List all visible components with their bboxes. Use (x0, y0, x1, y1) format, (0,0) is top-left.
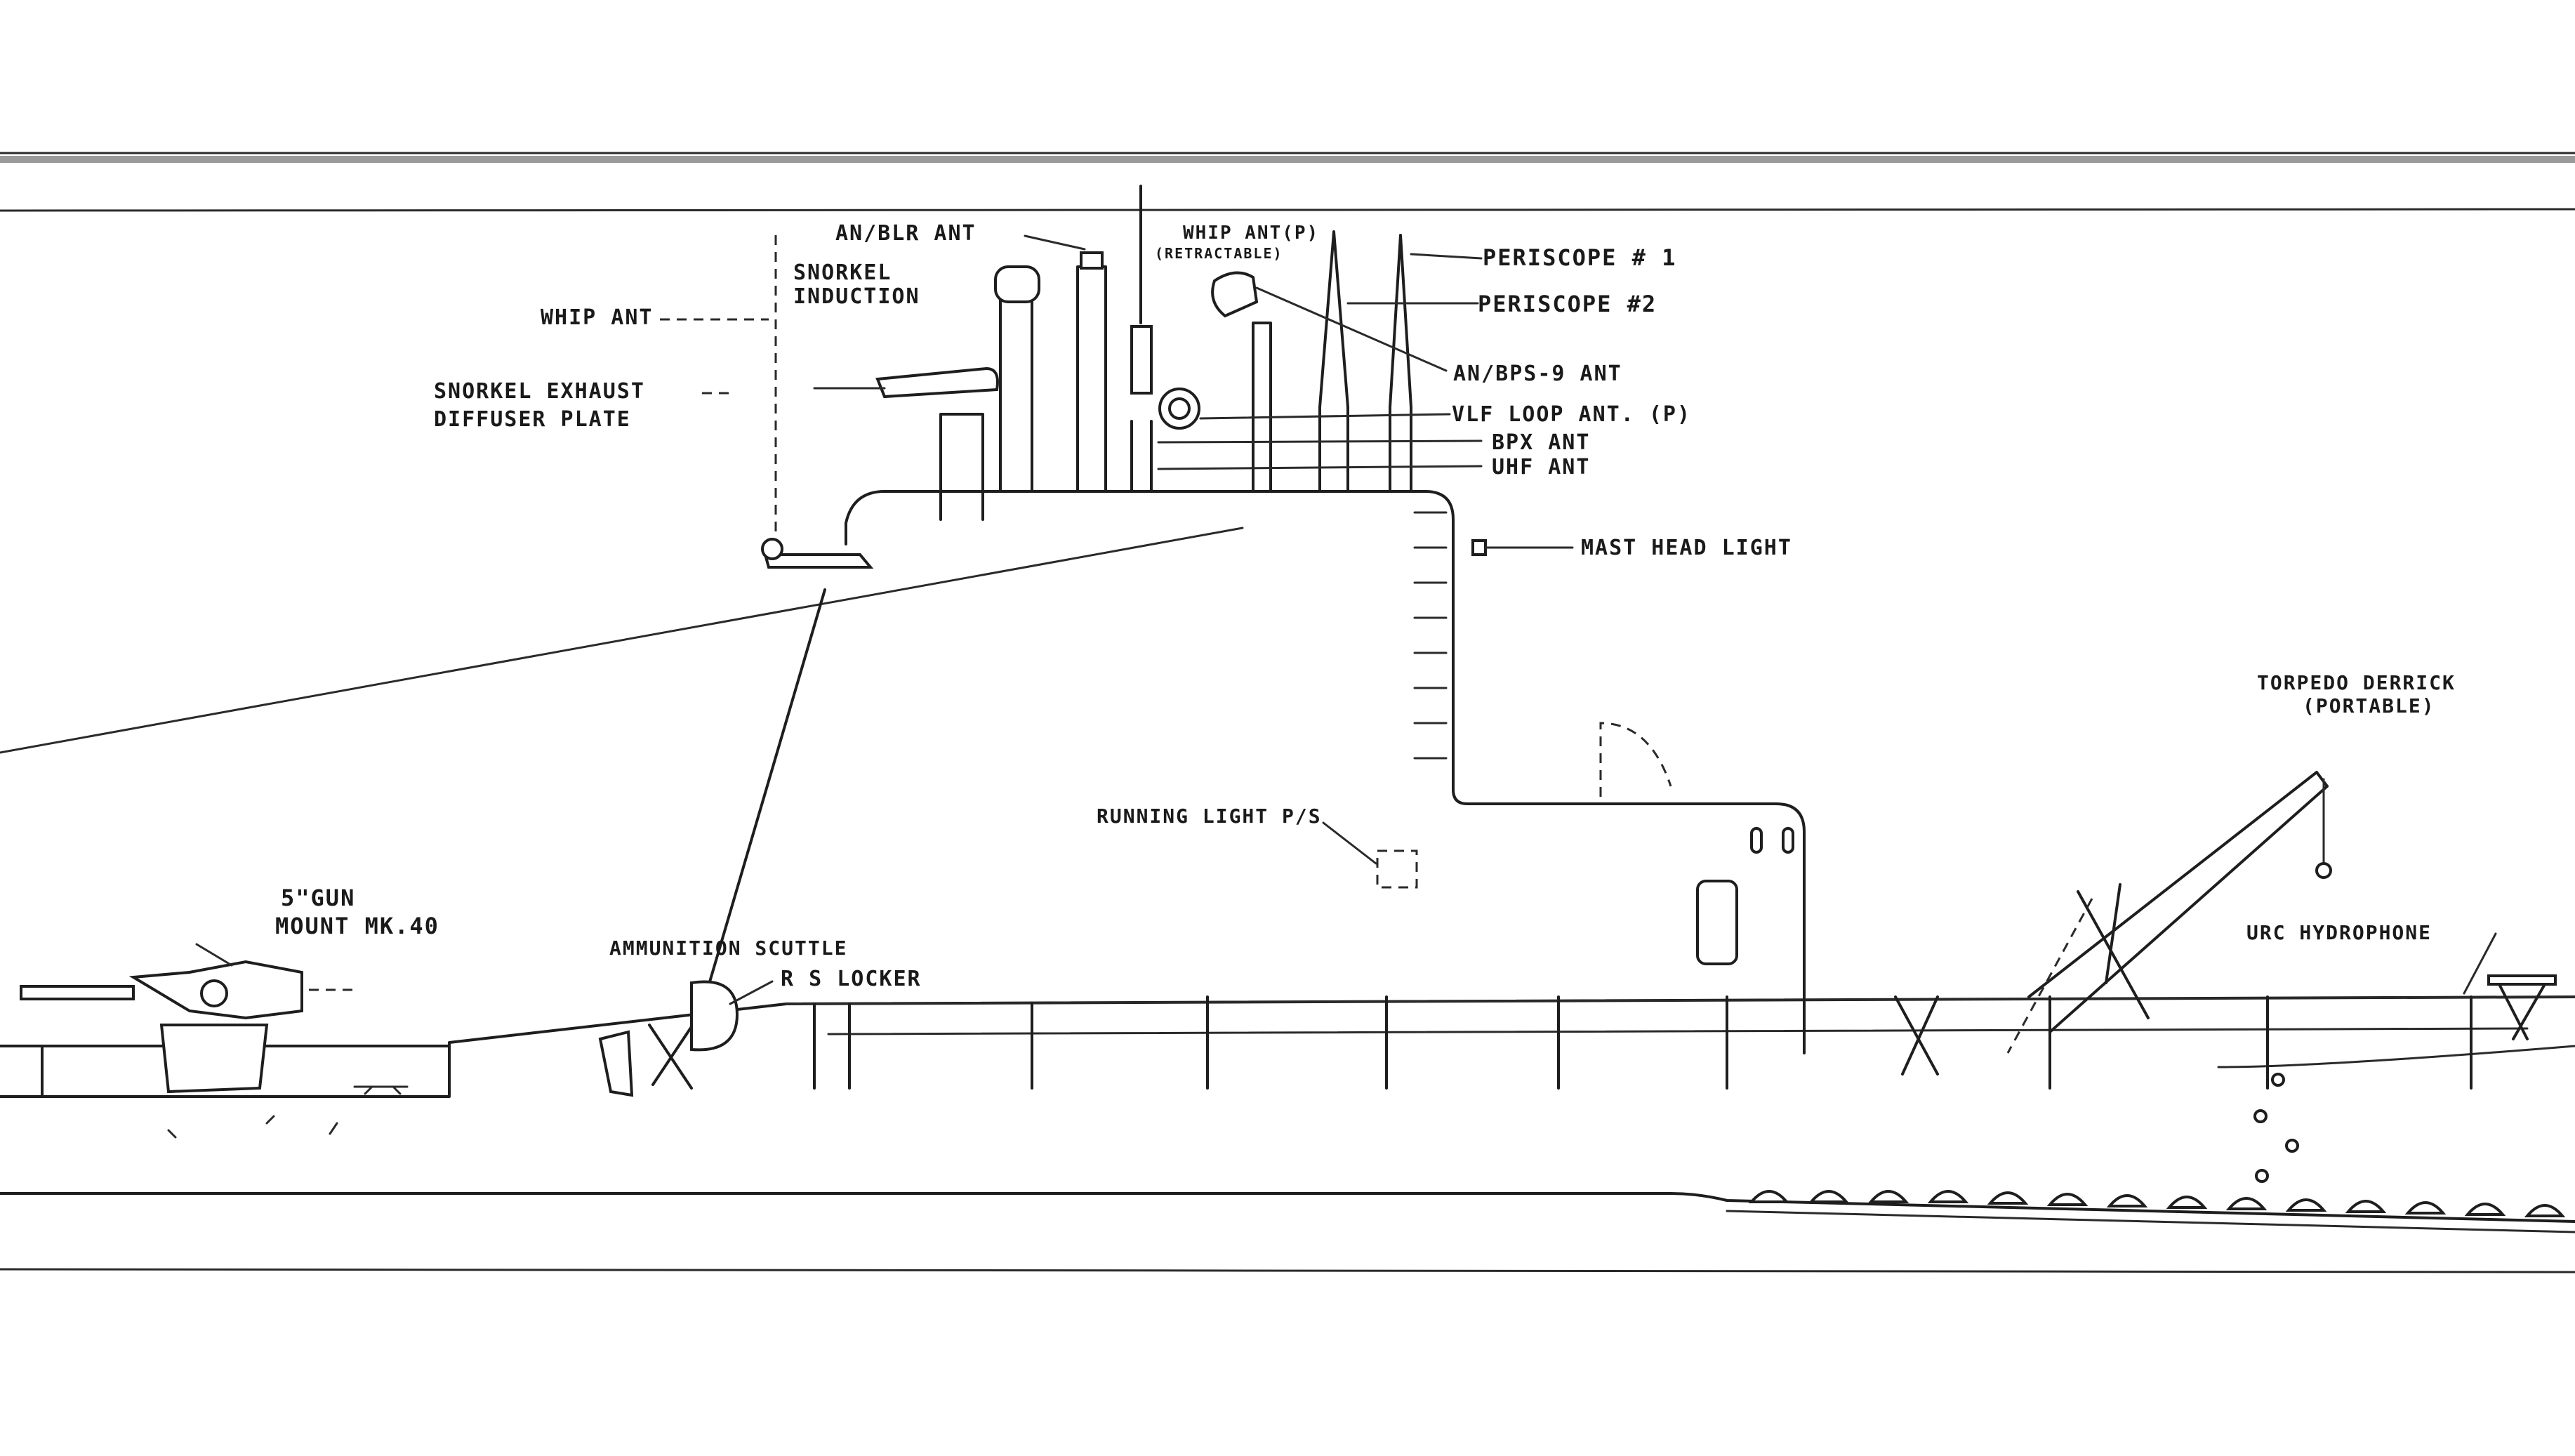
label-uhf-ant: UHF ANT (1492, 455, 1590, 479)
leader-lines (309, 234, 1377, 1005)
sail-door (1696, 880, 1738, 965)
diffuser-plate (875, 366, 999, 399)
sail-ladder (1413, 511, 1448, 760)
hull-waterline (0, 1192, 2575, 1223)
sail-port-window (1782, 827, 1794, 854)
gun-barrel (20, 985, 135, 1000)
frame-top-line (0, 208, 2575, 212)
derrick-dashed-leg (2006, 898, 2093, 1054)
label-diffuser-plate: DIFFUSER PLATE (434, 407, 631, 432)
deck-gun (20, 943, 303, 1094)
ammunition-scuttle (598, 1030, 634, 1097)
periscope-1 (1389, 234, 1412, 493)
label-urc-hydrophone: URC HYDROPHONE (2246, 921, 2432, 944)
sail-outline (845, 490, 1806, 1054)
sail-port-window (1750, 827, 1763, 854)
bps-9-mast (1252, 322, 1272, 493)
blr-mast (1076, 265, 1107, 493)
gun-pedestal (159, 1024, 269, 1094)
limber-holes (1748, 1073, 2566, 1217)
urc-hydrophone (2463, 932, 2557, 1040)
label-snorkel: SNORKEL (793, 260, 892, 285)
sail-hatch-dashed (1599, 722, 1672, 797)
page-border (0, 152, 2575, 1273)
bps-9-radar-head (1211, 271, 1259, 318)
running-light-box (1376, 849, 1418, 889)
deck-stanchions (41, 995, 2473, 1098)
label-periscope-2: PERISCOPE #2 (1478, 291, 1657, 317)
derrick-boom (2027, 771, 2329, 1033)
deck-mid-rail (827, 1027, 2529, 1035)
mast-head-light (1471, 539, 1487, 556)
top-gray-band (0, 156, 2575, 163)
frame-bottom-line (0, 1268, 2575, 1273)
scuttle-frame (648, 1020, 696, 1090)
labels: AN/BLR ANT WHIP ANT(P) (RETRACTABLE) PER… (275, 221, 2456, 991)
snorkel-induction-stack (999, 293, 1033, 493)
label-ammunition-scuttle: AMMUNITION SCUTTLE (609, 937, 847, 960)
deck-cleat (353, 1085, 409, 1095)
derrick-hook (2315, 862, 2332, 879)
label-periscope-1: PERISCOPE # 1 (1483, 244, 1676, 271)
label-whip-ant: WHIP ANT (541, 305, 654, 330)
label-running-light: RUNNING LIGHT P/S (1097, 805, 1322, 828)
label-torpedo-derrick: TORPEDO DERRICK (2257, 671, 2456, 694)
label-snorkel-exhaust: SNORKEL EXHAUST (434, 379, 645, 404)
snorkel-induction-head (994, 265, 1040, 303)
label-vlf-loop-ant: VLF LOOP ANT. (P) (1452, 402, 1691, 427)
whip-ant-bracket (763, 553, 874, 569)
sail (845, 490, 1806, 1054)
whip-antenna-assembly (0, 235, 1244, 1033)
label-whip-ant-p: WHIP ANT(P) (1183, 223, 1319, 244)
label-bpx-ant: BPX ANT (1492, 430, 1590, 455)
label-gun-1: 5"GUN (281, 885, 355, 911)
torpedo-derrick (1894, 771, 2332, 1076)
label-portable: (PORTABLE) (2303, 694, 2435, 717)
hull-keel-line (1726, 1210, 2575, 1233)
hull (0, 995, 2575, 1233)
stay-wire (694, 588, 826, 1033)
rs-locker (690, 980, 739, 1052)
label-an-bps-9-ant: AN/BPS-9 ANT (1453, 362, 1622, 386)
label-an-blr-ant: AN/BLR ANT (835, 221, 977, 246)
label-rs-locker: R S LOCKER (781, 967, 922, 991)
whip-ant-housing (1130, 325, 1153, 395)
deck-top-rail (785, 995, 2575, 1005)
derrick-base-cross (1894, 995, 1939, 1076)
hydrophone-stand (2498, 983, 2546, 1040)
blr-ant-head (1080, 251, 1104, 270)
hull-marks (167, 1115, 338, 1139)
hydrophone-plate (2487, 974, 2557, 986)
snorkel-exhaust-stack (939, 413, 984, 521)
jumping-wire (0, 527, 1244, 754)
label-induction: INDUCTION (793, 284, 920, 309)
periscope-2 (1318, 230, 1349, 493)
label-mast-head-light: MAST HEAD LIGHT (1581, 536, 1792, 560)
vlf-loop-inner (1168, 397, 1191, 420)
gun-sight (195, 943, 233, 967)
masts (875, 185, 1574, 549)
label-retractable: (RETRACTABLE) (1155, 245, 1283, 262)
derrick-supports (2077, 883, 2150, 1019)
ammunition-area (598, 980, 739, 1097)
label-gun-2: MOUNT MK.40 (275, 913, 439, 939)
after-hull-curve (2217, 1045, 2575, 1068)
